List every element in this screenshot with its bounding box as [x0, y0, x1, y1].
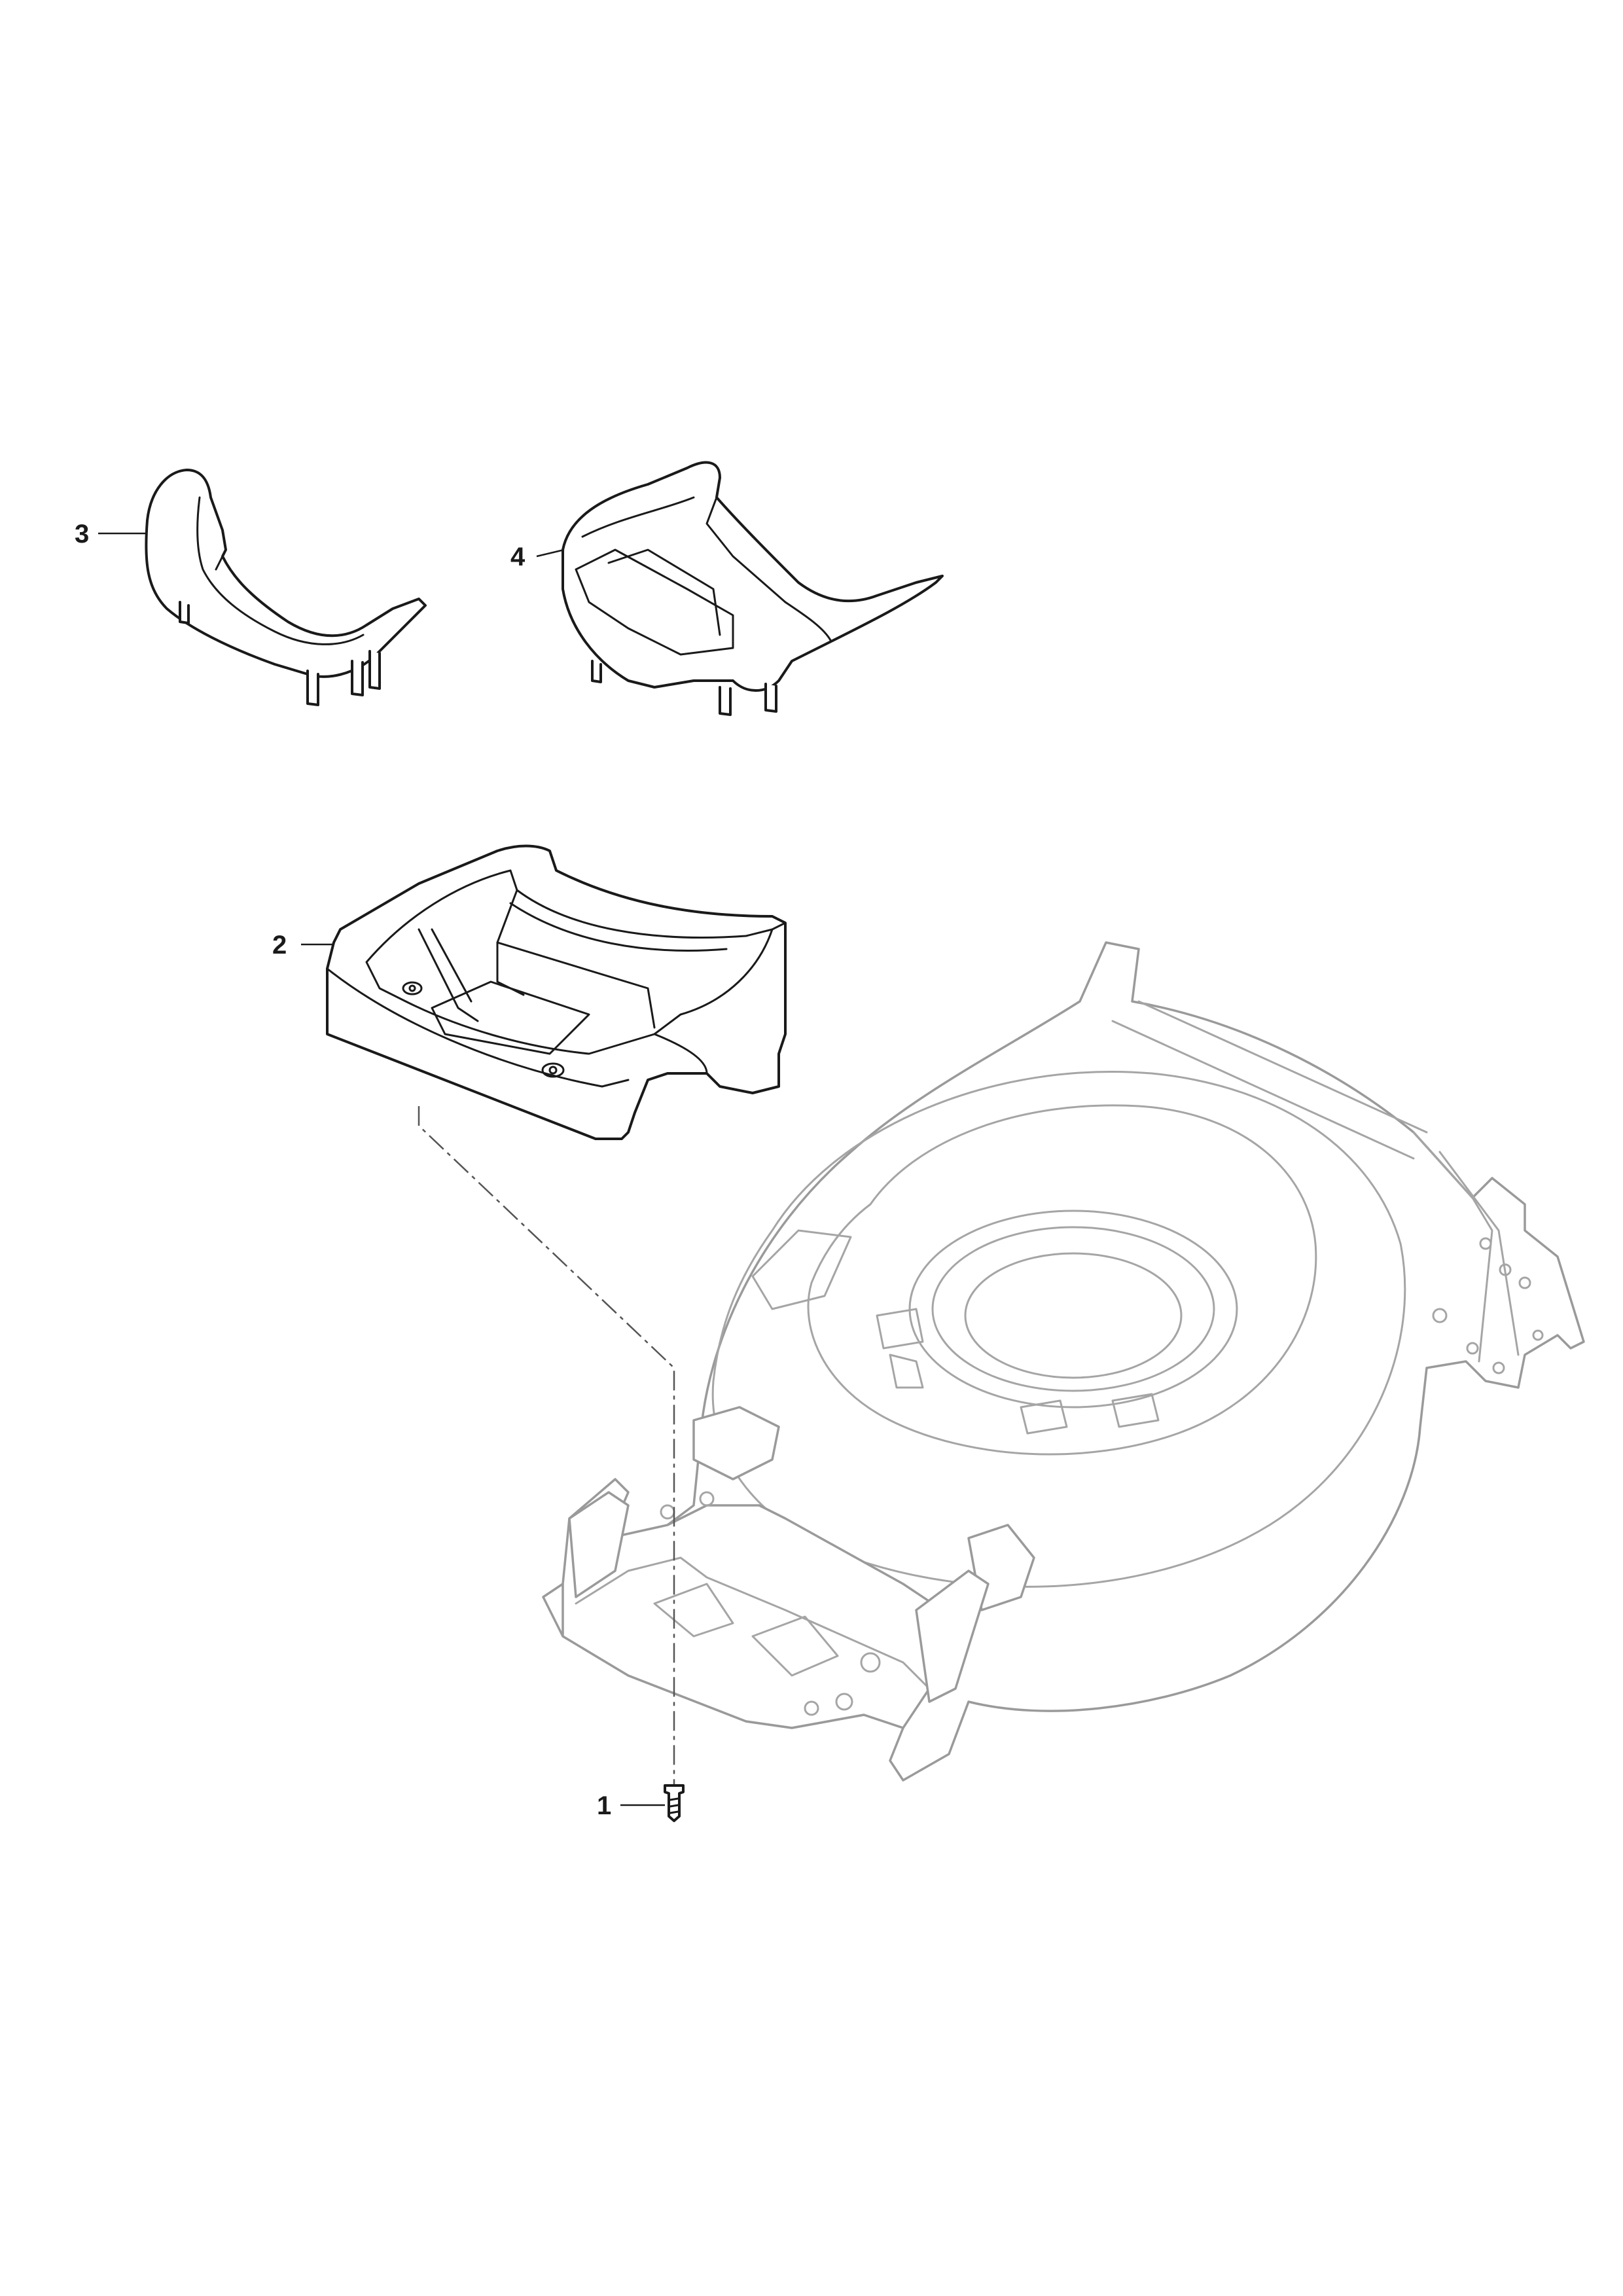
callout-2: 2 — [272, 931, 287, 960]
callout-labels: 1 2 3 4 — [75, 520, 611, 1820]
assembly-axis-line — [418, 1106, 675, 1806]
part-2-front-cover — [326, 844, 787, 1140]
callout-4: 4 — [510, 543, 526, 571]
part-1-screw — [664, 1784, 685, 1822]
callout-3: 3 — [75, 520, 89, 548]
part-4-handle-grip — [562, 461, 944, 716]
callout-1: 1 — [597, 1791, 611, 1820]
part-3-handle-bar — [145, 469, 427, 706]
callout-leaders — [98, 532, 665, 1806]
mower-deck-housing — [542, 941, 1585, 1782]
leader-4 — [536, 548, 565, 558]
